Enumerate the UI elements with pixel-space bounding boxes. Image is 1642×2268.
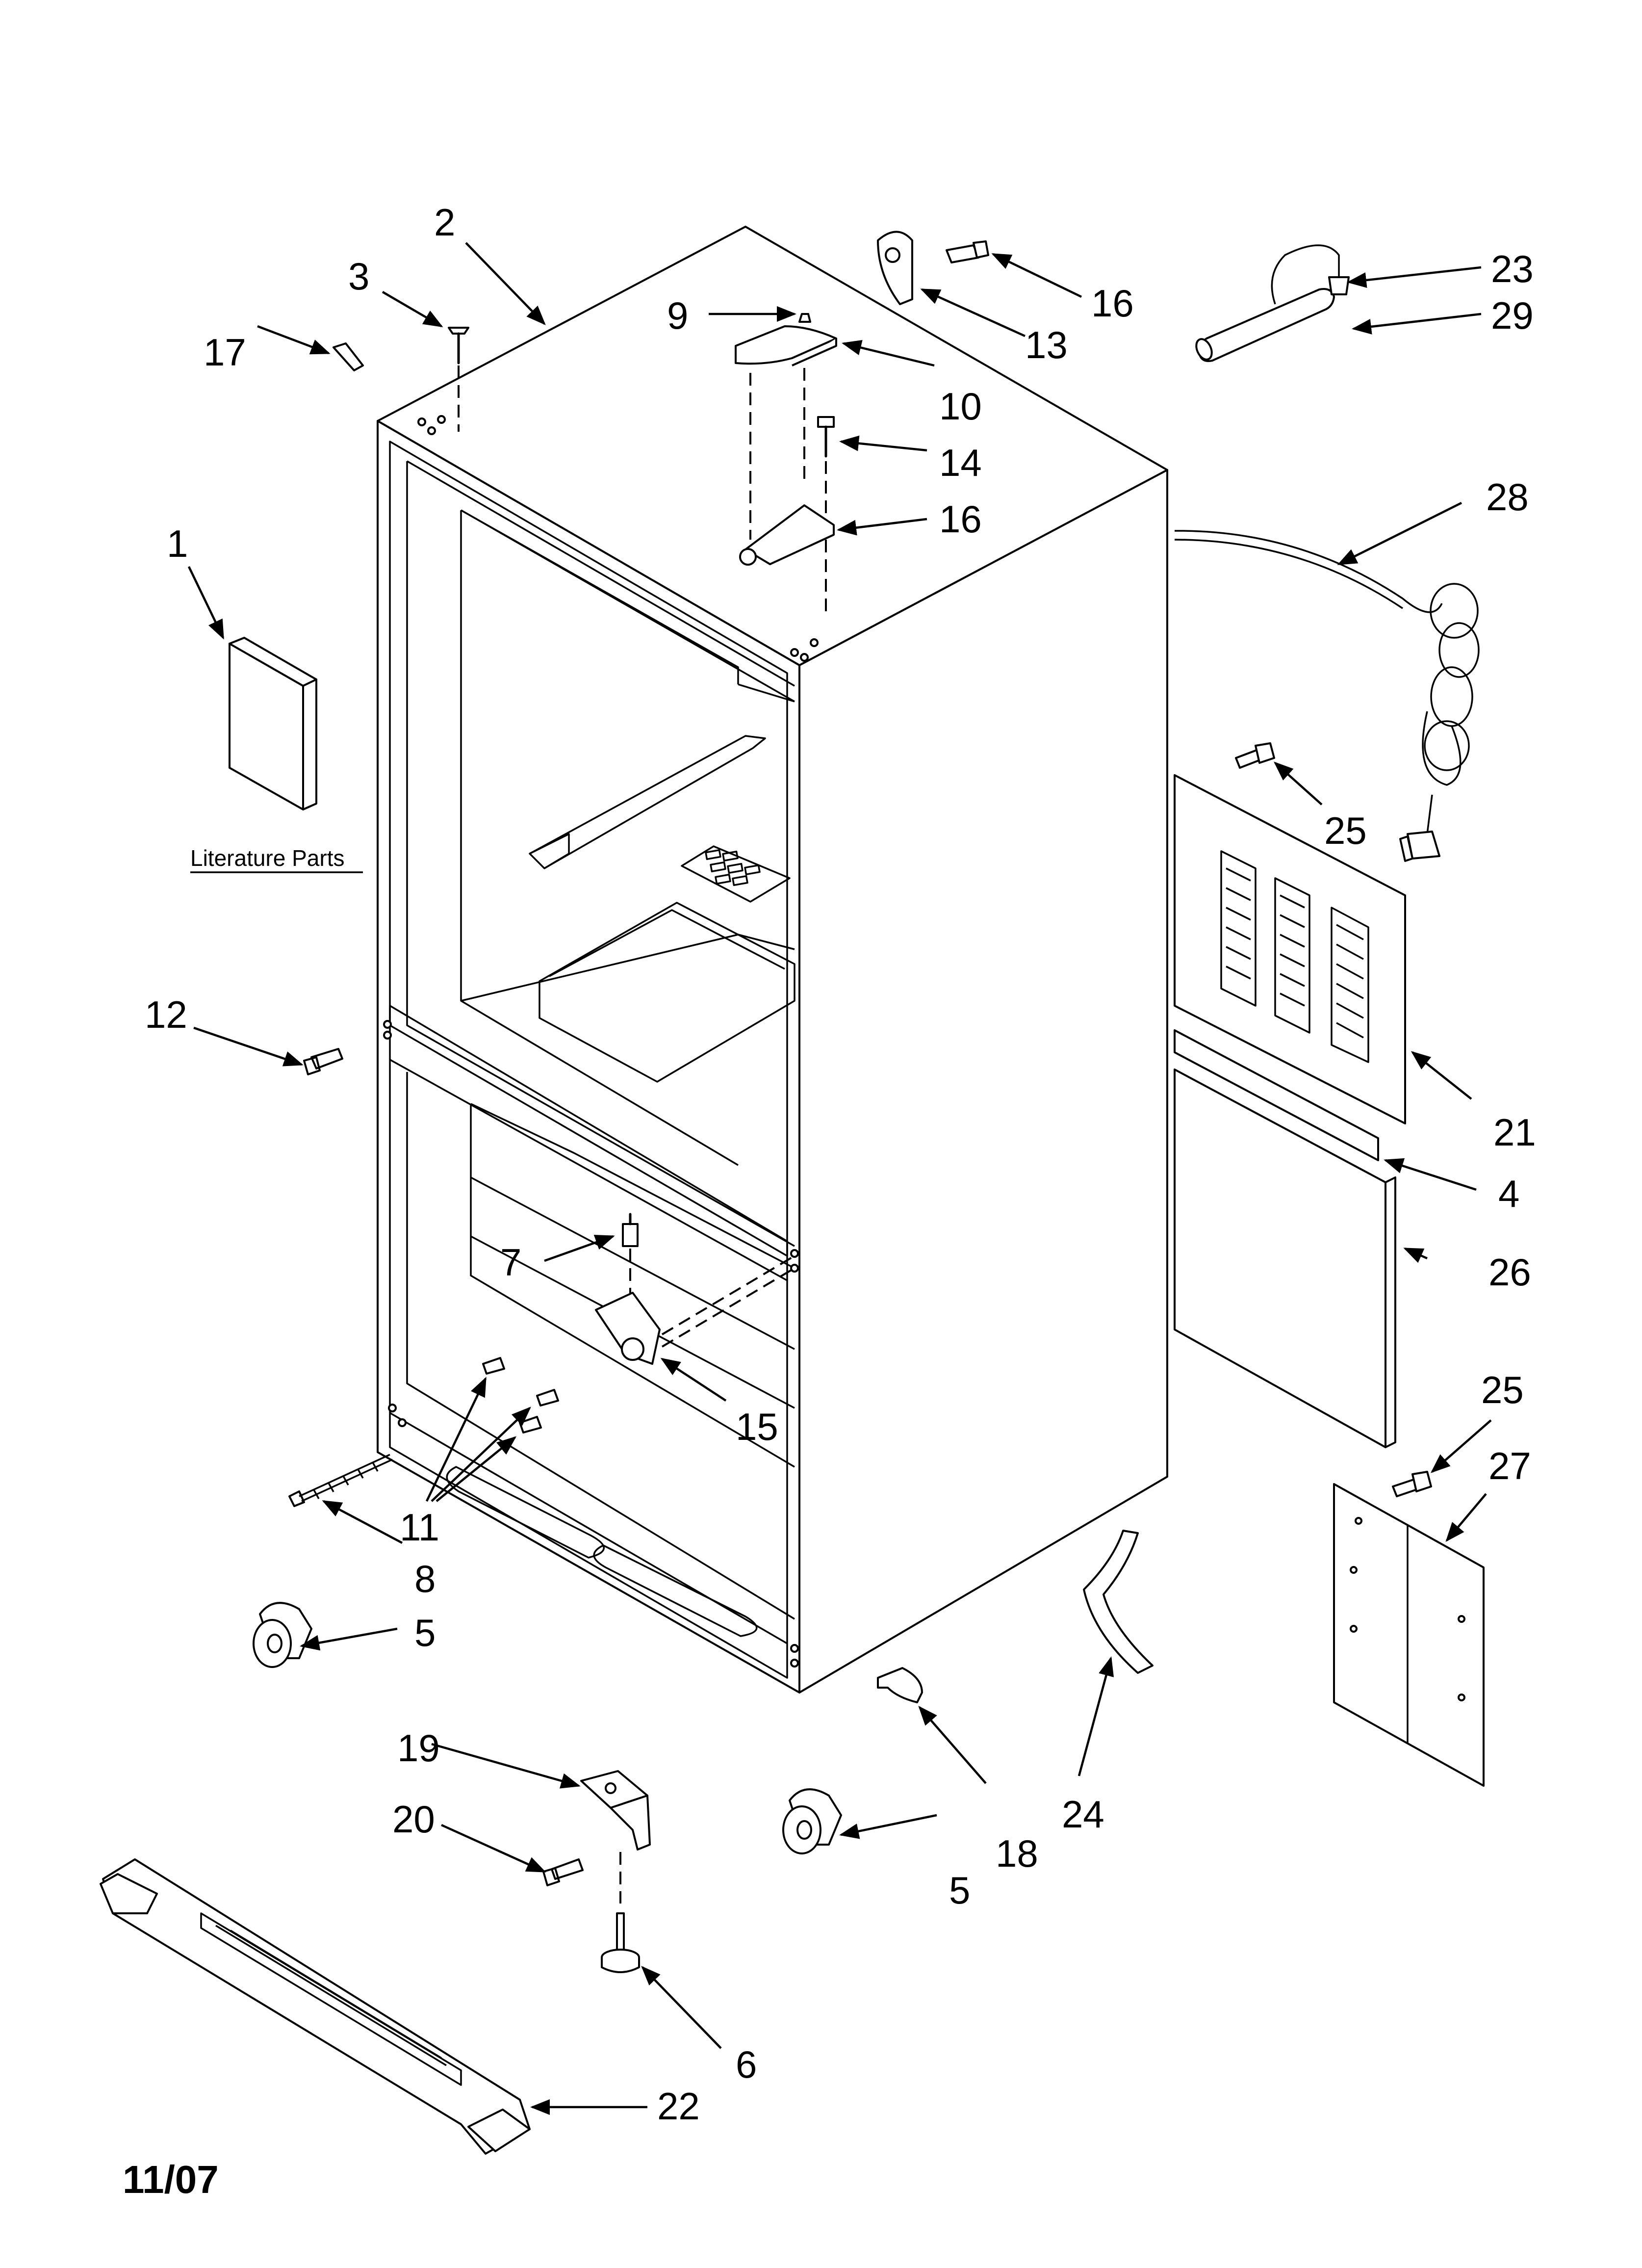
callout-9: 9	[667, 294, 688, 337]
upper-bracket	[877, 231, 989, 305]
roller-right	[782, 1788, 842, 1854]
grille-slats	[1220, 850, 1369, 1063]
callout-8: 8	[414, 1557, 436, 1600]
toe-grille	[100, 1858, 531, 2155]
callout-14: 14	[939, 441, 982, 484]
callout-13: 13	[1025, 323, 1068, 366]
literature-book	[190, 637, 363, 873]
callout-16b: 16	[939, 497, 982, 541]
callout-18: 18	[996, 1832, 1038, 1875]
callout-12: 12	[145, 993, 187, 1036]
top-hinge	[735, 313, 837, 613]
access-cover	[1333, 1483, 1485, 1787]
top-screw	[448, 327, 469, 432]
leader-lines	[187, 242, 1492, 2115]
callout-2: 2	[434, 201, 455, 244]
callout-5: 5	[414, 1611, 436, 1654]
callout-10: 10	[939, 385, 982, 428]
callout-5b: 5	[949, 1869, 970, 1912]
callout-4: 4	[1498, 1172, 1519, 1215]
rear-grille	[1174, 774, 1406, 1124]
callout-21: 21	[1493, 1111, 1536, 1154]
callout-28: 28	[1486, 475, 1529, 519]
hinge-pin	[622, 1213, 639, 1300]
sensor-tube	[1195, 244, 1350, 362]
callout-3: 3	[348, 255, 369, 298]
long-screw	[288, 1454, 393, 1507]
callout-23: 23	[1491, 247, 1534, 290]
screw-25-upper	[1235, 742, 1275, 769]
screws-11	[482, 1357, 559, 1434]
callout-7: 7	[500, 1241, 521, 1284]
callout-19: 19	[397, 1726, 440, 1770]
frame-holes	[383, 415, 819, 1668]
insulation-panel	[1174, 1069, 1396, 1448]
power-cord	[1174, 530, 1480, 862]
literature-parts-label: Literature Parts	[190, 845, 344, 871]
callout-20: 20	[392, 1798, 435, 1841]
vent-slots	[705, 849, 761, 886]
bracket-screw	[542, 1858, 584, 1886]
seal-strip	[1174, 1029, 1379, 1161]
callout-22: 22	[657, 2085, 700, 2128]
callout-29: 29	[1491, 294, 1534, 337]
callout-24: 24	[1062, 1793, 1104, 1836]
callout-27: 27	[1488, 1444, 1531, 1487]
callout-labels: 1 2 3 4 5 5 6 7 8 9 10 11 12 13 14 15 16…	[123, 201, 1536, 2201]
leveling-bracket	[580, 1770, 651, 1903]
callout-25b: 25	[1481, 1368, 1524, 1411]
callout-16: 16	[1091, 282, 1134, 325]
cabinet	[377, 226, 1168, 1694]
side-screw	[303, 1048, 343, 1075]
date-code: 11/07	[123, 2158, 219, 2201]
callout-6: 6	[736, 2043, 757, 2086]
tube-clamp	[877, 1667, 923, 1703]
label-strip	[333, 342, 364, 371]
roller-left	[253, 1602, 312, 1668]
drain-tube	[1083, 1530, 1154, 1674]
lower-hinge	[595, 1255, 795, 1365]
callout-17: 17	[204, 331, 246, 374]
leveling-leg	[601, 1912, 640, 1973]
callout-26: 26	[1488, 1251, 1531, 1294]
callout-11: 11	[400, 1506, 439, 1549]
callout-1: 1	[167, 522, 188, 565]
callout-25: 25	[1324, 809, 1367, 852]
screw-25-lower	[1392, 1471, 1432, 1497]
callout-15: 15	[736, 1405, 778, 1448]
